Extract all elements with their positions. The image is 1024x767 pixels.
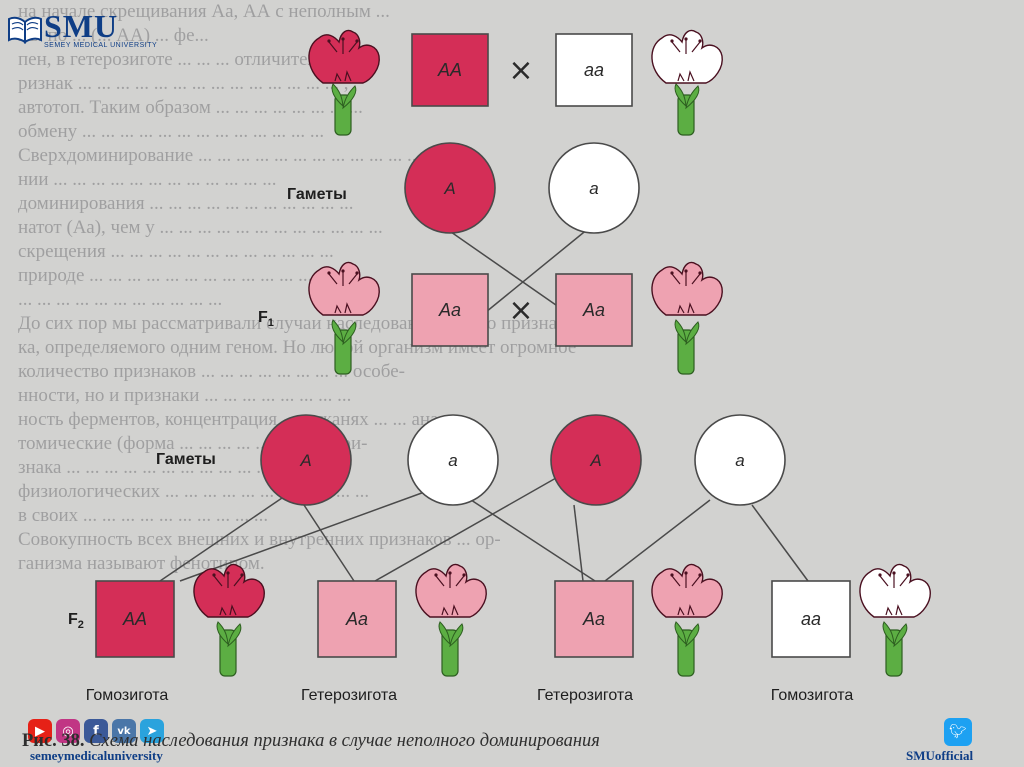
background-text-line: мы по ... (... АА) ... фе... [18, 25, 209, 46]
gametes-label-bottom: Гаметы [156, 451, 216, 468]
f2-label: F2 [68, 611, 84, 631]
gamete-circle-A-2 [550, 414, 642, 506]
genotype-f1-left [411, 273, 489, 347]
genotype-f1-left-label: Аа [438, 300, 461, 320]
social-handle-right[interactable]: SMUofficial [906, 748, 974, 763]
genotype-f2-aa-label: аа [801, 609, 821, 629]
background-text-line: нности, но и признаки ... ... ... ... ..… [18, 385, 352, 406]
background-text-line: доминирования ... ... ... ... ... ... ..… [18, 193, 354, 214]
flower-f2-red [193, 563, 265, 677]
genotype-parent-aa-label: аа [584, 60, 604, 80]
gamete-label-a-2: а [735, 451, 744, 470]
gamete-circle-A-top [404, 142, 496, 234]
gamete-label-A-2: А [589, 451, 601, 470]
background-text-line: количество признаков ... ... ... ... ...… [18, 361, 405, 382]
background-text-line: Совокупность всех внешних и внутренних п… [18, 529, 501, 550]
twitter-icon[interactable]: 🐦︎ [944, 718, 972, 746]
background-text-line: Сверхдоминирование ... ... ... ... ... .… [18, 145, 441, 166]
gamete-circle-a-top [548, 142, 640, 234]
genotype-parent-AA [411, 33, 489, 107]
gamete-label-A-1: А [299, 451, 311, 470]
background-text-line: пен, в гетерозиготе ... ... ... отличите… [18, 49, 358, 70]
social-handle-left[interactable]: semeymedicaluniversity [30, 748, 163, 763]
flower-f2-pink-2 [651, 563, 723, 677]
gamete-circle-a-2 [694, 414, 786, 506]
figure-caption-text: Схема наследования признака в случае неп… [89, 731, 600, 751]
cross-symbol-parents: × [508, 53, 533, 88]
genotype-f1-right [555, 273, 633, 347]
background-text-line: ность ферментов, концентрация ... в ткан… [18, 409, 445, 430]
figure-caption: Рис. 38. Схема наследования признака в с… [22, 731, 1022, 752]
instagram-icon[interactable]: ◎ [56, 719, 80, 743]
f2-caption-3: Гетерозигота [537, 687, 633, 704]
f2-caption-2: Гетерозигота [301, 687, 397, 704]
background-text-line: нии ... ... ... ... ... ... ... ... ... … [18, 169, 277, 190]
flower-f1-right [651, 261, 723, 375]
background-text-line: знака ... ... ... ... ... ... ... ... ..… [18, 457, 309, 478]
gamete-line [485, 223, 595, 313]
genotype-f2-Aa-1 [317, 580, 397, 658]
youtube-icon[interactable]: ▶ [28, 719, 52, 743]
background-text-line: в своих ... ... ... ... ... ... ... ... … [18, 505, 269, 526]
flower-f1-left [308, 261, 380, 375]
logo-subtitle: SEMEY MEDICAL UNIVERSITY [44, 42, 158, 49]
f1-label: F1 [258, 309, 274, 329]
facebook-icon[interactable]: f [84, 719, 108, 743]
smu-logo: SMU SEMEY MEDICAL UNIVERSITY [4, 4, 204, 52]
f2-caption-1: Гомозигота [86, 687, 169, 704]
social-icons: ▶ ◎ f vk ➤ [28, 719, 164, 747]
gamete-circle-A-1 [260, 414, 352, 506]
cross-symbol-f1: × [508, 293, 533, 328]
genotype-parent-aa [555, 33, 633, 107]
flower-f2-white [859, 563, 931, 677]
background-text-line: природе ... ... ... ... ... ... ... ... … [18, 265, 332, 286]
genotype-f2-AA [95, 580, 175, 658]
gamete-label-a-top: а [589, 179, 598, 198]
gamete-circle-a-1 [407, 414, 499, 506]
genotype-f1-right-label: Аа [582, 300, 605, 320]
background-text-line: на начале скрещивания Aa, АА с неполным … [18, 1, 390, 22]
flower-parent-white [651, 29, 723, 136]
figure-number: Рис. 38. [22, 731, 85, 751]
book-icon [8, 14, 42, 49]
vk-icon[interactable]: vk [112, 719, 136, 743]
genotype-f2-aa [771, 580, 851, 658]
telegram-icon[interactable]: ➤ [140, 719, 164, 743]
gamete-label-A-top: А [443, 179, 455, 198]
background-text-line: ризнак ... ... ... ... ... ... ... ... .… [18, 73, 349, 94]
gametes-label-top: Гаметы [287, 186, 347, 203]
background-text-line: ганизма называют фенотипом. [18, 553, 265, 574]
genotype-f2-Aa-2-label: Аа [582, 609, 605, 629]
background-text-line: обмену ... ... ... ... ... ... ... ... .… [18, 121, 325, 142]
gamete-label-a-1: а [448, 451, 457, 470]
background-text: на начале скрещивания Aa, АА с неполным … [18, 0, 1018, 730]
background-text-line: автотоп. Таким образом ... ... ... ... .… [18, 97, 363, 118]
background-text-line: натот (Аа), чем у ... ... ... ... ... ..… [18, 217, 383, 238]
background-text-line: скрещения ... ... ... ... ... ... ... ..… [18, 241, 334, 262]
genotype-f2-AA-label: АА [122, 609, 147, 629]
genotype-f2-Aa-1-label: Аа [345, 609, 368, 629]
genotype-parent-AA-label: АА [437, 60, 462, 80]
flower-parent-red [308, 29, 380, 136]
flower-f2-pink-1 [415, 563, 487, 677]
genotype-f2-Aa-2 [554, 580, 634, 658]
gamete-connection-lines [159, 477, 809, 582]
background-text-line: ... ... ... ... ... ... ... ... ... ... … [18, 289, 223, 310]
logo-brand: SMU [44, 8, 119, 44]
f2-caption-4: Гомозигота [771, 687, 854, 704]
